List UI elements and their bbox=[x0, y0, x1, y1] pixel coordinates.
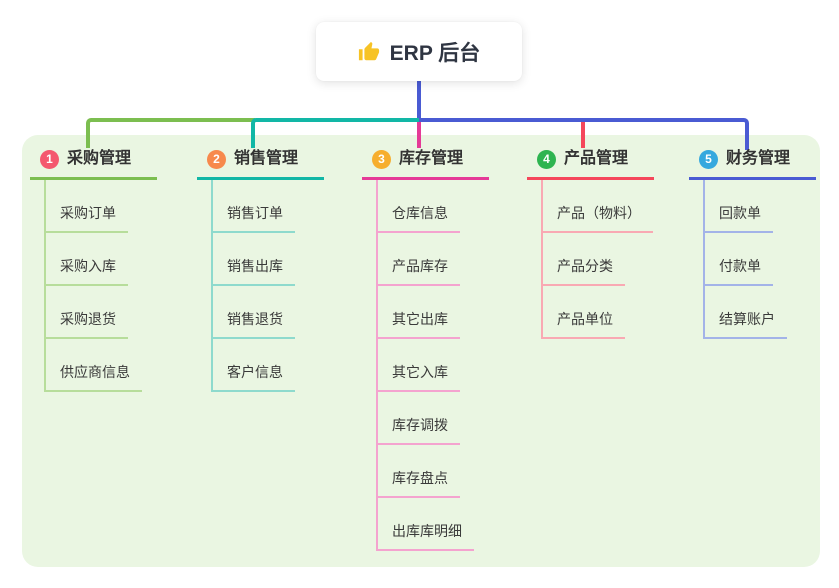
child-node[interactable]: 产品分类 bbox=[543, 233, 625, 286]
root-node-label: ERP 后台 bbox=[389, 41, 481, 65]
branch-badge-1: 1 bbox=[40, 149, 59, 169]
child-node[interactable]: 采购订单 bbox=[46, 180, 128, 233]
branch-label-purchase: 采购管理 bbox=[67, 150, 132, 167]
branch-label-inventory: 库存管理 bbox=[399, 150, 464, 167]
child-node[interactable]: 销售退货 bbox=[213, 286, 295, 339]
branch-title-product[interactable]: 4 产品管理 bbox=[527, 148, 655, 180]
root-node[interactable]: ERP 后台 bbox=[316, 22, 522, 81]
branch-title-finance[interactable]: 5 财务管理 bbox=[689, 148, 817, 180]
child-node[interactable]: 库存盘点 bbox=[378, 445, 460, 498]
connector-branch-product bbox=[581, 122, 585, 148]
child-node[interactable]: 产品单位 bbox=[543, 286, 625, 339]
child-node[interactable]: 产品库存 bbox=[378, 233, 460, 286]
branch-badge-4: 4 bbox=[537, 149, 556, 169]
branch-label-sales: 销售管理 bbox=[234, 150, 299, 167]
child-node[interactable]: 其它入库 bbox=[378, 339, 460, 392]
branch-children-inventory: 仓库信息 产品库存 其它出库 其它入库 库存调拨 库存盘点 出库库明细 bbox=[376, 180, 474, 551]
branch-children-purchase: 采购订单 采购入库 采购退货 供应商信息 bbox=[44, 180, 142, 392]
child-node[interactable]: 仓库信息 bbox=[378, 180, 460, 233]
child-node[interactable]: 其它出库 bbox=[378, 286, 460, 339]
branch-sales: 2 销售管理 销售订单 销售出库 销售退货 客户信息 bbox=[197, 148, 325, 392]
branch-finance: 5 财务管理 回款单 付款单 结算账户 bbox=[689, 148, 817, 339]
child-node[interactable]: 供应商信息 bbox=[46, 339, 142, 392]
branch-children-finance: 回款单 付款单 结算账户 bbox=[703, 180, 787, 339]
child-node[interactable]: 结算账户 bbox=[705, 286, 787, 339]
branch-purchase: 1 采购管理 采购订单 采购入库 采购退货 供应商信息 bbox=[30, 148, 158, 392]
child-node[interactable]: 客户信息 bbox=[213, 339, 295, 392]
child-node[interactable]: 付款单 bbox=[705, 233, 773, 286]
branch-label-finance: 财务管理 bbox=[726, 150, 791, 167]
branches-panel bbox=[22, 135, 820, 567]
connector-branch-inventory bbox=[417, 122, 421, 148]
child-node[interactable]: 出库库明细 bbox=[378, 498, 474, 551]
connector-branch-purchase bbox=[86, 118, 255, 148]
branch-children-sales: 销售订单 销售出库 销售退货 客户信息 bbox=[211, 180, 295, 392]
branch-badge-2: 2 bbox=[207, 149, 226, 169]
branch-badge-3: 3 bbox=[372, 149, 391, 169]
thumbs-up-icon bbox=[358, 41, 379, 60]
connector-root bbox=[417, 80, 421, 120]
branch-product: 4 产品管理 产品（物料） 产品分类 产品单位 bbox=[527, 148, 655, 339]
connector-branch-sales bbox=[251, 118, 419, 148]
connector-branch-finance bbox=[419, 118, 749, 150]
branch-title-inventory[interactable]: 3 库存管理 bbox=[362, 148, 490, 180]
branch-inventory: 3 库存管理 仓库信息 产品库存 其它出库 其它入库 库存调拨 库存盘点 出库库… bbox=[362, 148, 490, 551]
branch-badge-5: 5 bbox=[699, 149, 718, 169]
child-node[interactable]: 销售出库 bbox=[213, 233, 295, 286]
branch-children-product: 产品（物料） 产品分类 产品单位 bbox=[541, 180, 653, 339]
child-node[interactable]: 采购入库 bbox=[46, 233, 128, 286]
branch-label-product: 产品管理 bbox=[564, 150, 629, 167]
branch-title-sales[interactable]: 2 销售管理 bbox=[197, 148, 325, 180]
child-node[interactable]: 产品（物料） bbox=[543, 180, 653, 233]
child-node[interactable]: 库存调拨 bbox=[378, 392, 460, 445]
branch-title-purchase[interactable]: 1 采购管理 bbox=[30, 148, 158, 180]
child-node[interactable]: 销售订单 bbox=[213, 180, 295, 233]
child-node[interactable]: 采购退货 bbox=[46, 286, 128, 339]
child-node[interactable]: 回款单 bbox=[705, 180, 773, 233]
